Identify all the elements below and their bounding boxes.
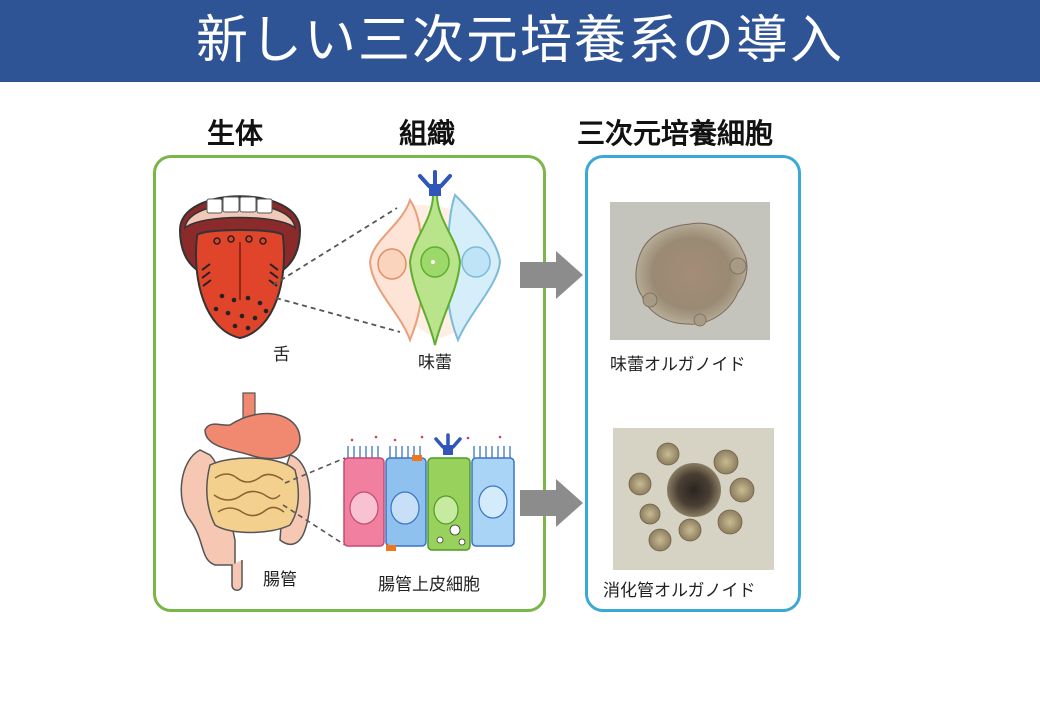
column-header-culture: 三次元培養細胞 bbox=[577, 117, 774, 150]
intestinal-epithelium-label: 腸管上皮細胞 bbox=[378, 575, 480, 595]
tongue-illustration bbox=[178, 195, 302, 340]
tongue-label: 舌 bbox=[273, 345, 290, 365]
intestine-label: 腸管 bbox=[263, 570, 297, 590]
culture-frame bbox=[585, 155, 801, 612]
taste-bud-organoid-photo bbox=[610, 202, 770, 340]
intestinal-epithelium-illustration bbox=[343, 433, 515, 551]
in-vivo-frame bbox=[153, 155, 546, 612]
digestive-organoid-label: 消化管オルガノイド bbox=[603, 581, 756, 601]
taste-bud-label: 味蕾 bbox=[418, 353, 452, 373]
slide-title: 新しい三次元培養系の導入 bbox=[195, 11, 844, 71]
taste-bud-illustration bbox=[368, 170, 502, 346]
intestine-illustration bbox=[180, 392, 311, 591]
column-header-tissue: 組織 bbox=[399, 117, 456, 150]
digestive-organoid-photo bbox=[613, 428, 774, 570]
title-bar bbox=[0, 0, 1040, 82]
column-header-living-body: 生体 bbox=[207, 117, 264, 150]
taste-bud-organoid-label: 味蕾オルガノイド bbox=[610, 355, 746, 375]
